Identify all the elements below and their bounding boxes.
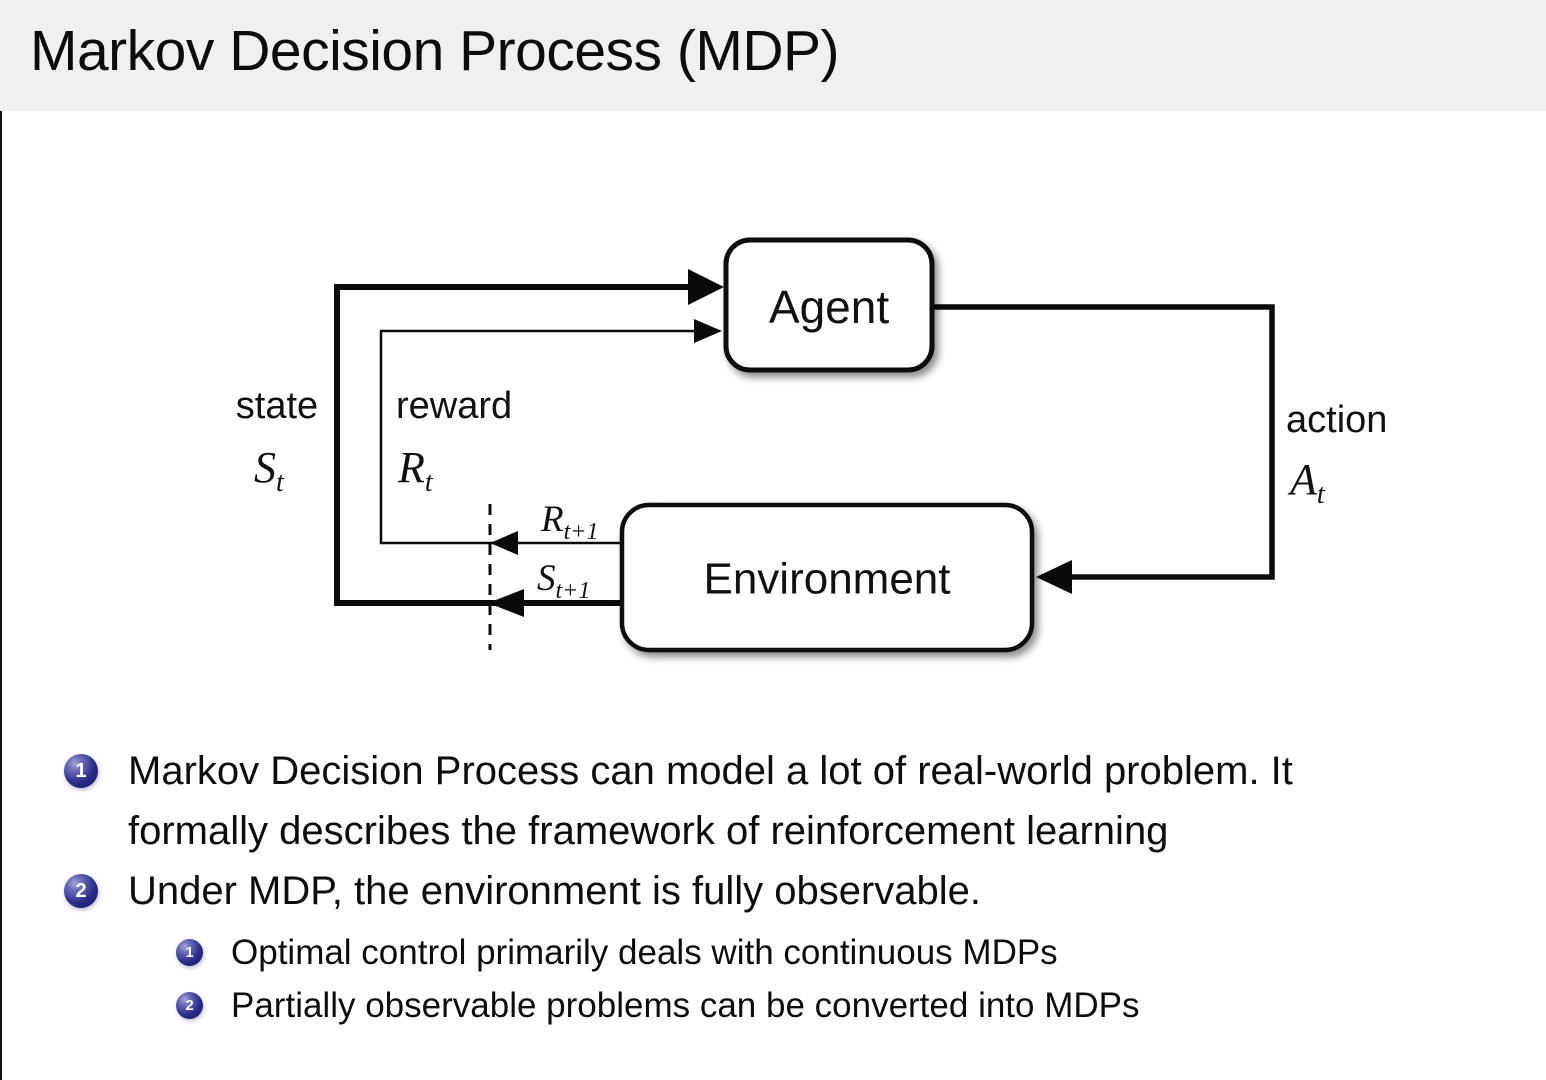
slide-title-bar: Markov Decision Process (MDP) (0, 0, 1546, 111)
state-loop-line (334, 269, 724, 617)
action-symbol: At (1287, 455, 1326, 510)
action-line (932, 304, 1275, 594)
bullet-list: 1 Markov Decision Process can model a lo… (64, 741, 1524, 1032)
reward-arrowhead-into-agent (694, 319, 722, 343)
environment-box: Environment (619, 502, 1035, 653)
agent-box: Agent (723, 237, 935, 373)
reward-label: reward Rt (396, 385, 512, 498)
sub-bullet-item-2: 2 Partially observable problems can be c… (176, 979, 1524, 1032)
bullet-item-2: 2 Under MDP, the environment is fully ob… (64, 861, 1524, 921)
reward-symbol: Rt (397, 443, 434, 498)
screen-left-edge (0, 0, 2, 1080)
bullet-1-line-1: Markov Decision Process can model a lot … (128, 749, 1293, 793)
state-arrowhead-into-agent (688, 269, 724, 305)
reward-next-symbol: Rt+1 (540, 499, 598, 545)
reward-next-arrowhead (490, 531, 518, 555)
state-word: state (236, 385, 318, 427)
slide-title: Markov Decision Process (MDP) (30, 19, 840, 83)
bullet-text-2: Under MDP, the environment is fully obse… (128, 861, 981, 921)
state-next-arrowhead (488, 589, 524, 617)
sub-bullet-text-1: Optimal control primarily deals with con… (231, 933, 1058, 972)
state-next-symbol: St+1 (537, 558, 590, 604)
state-symbol: St (254, 443, 285, 498)
sub-bullet-ball-1: 1 (176, 939, 203, 966)
reward-loop-line (379, 319, 722, 555)
bullet-text-1: Markov Decision Process can model a lot … (128, 741, 1293, 861)
reward-word: reward (396, 385, 512, 427)
sub-bullet-text-2: Partially observable problems can be con… (231, 986, 1140, 1025)
action-label: action At (1286, 399, 1387, 510)
sub-bullet-item-1: 1 Optimal control primarily deals with c… (176, 926, 1524, 979)
bullet-item-1: 1 Markov Decision Process can model a lo… (64, 741, 1524, 861)
environment-box-label: Environment (703, 555, 950, 604)
action-arrowhead-into-environment (1036, 560, 1072, 594)
bullet-ball-1: 1 (64, 754, 98, 788)
sub-bullet-list: 1 Optimal control primarily deals with c… (176, 926, 1524, 1032)
bullet-1-line-2: formally describes the framework of rein… (128, 809, 1169, 853)
sub-bullet-ball-2: 2 (176, 992, 203, 1019)
action-word: action (1286, 399, 1387, 441)
bullet-ball-2: 2 (64, 874, 98, 908)
agent-box-label: Agent (769, 281, 889, 333)
mdp-agent-environment-diagram: Agent Environment state St reward Rt act… (236, 237, 1387, 653)
bullet-2-line-1: Under MDP, the environment is fully obse… (128, 869, 982, 913)
state-label: state St (236, 385, 318, 498)
